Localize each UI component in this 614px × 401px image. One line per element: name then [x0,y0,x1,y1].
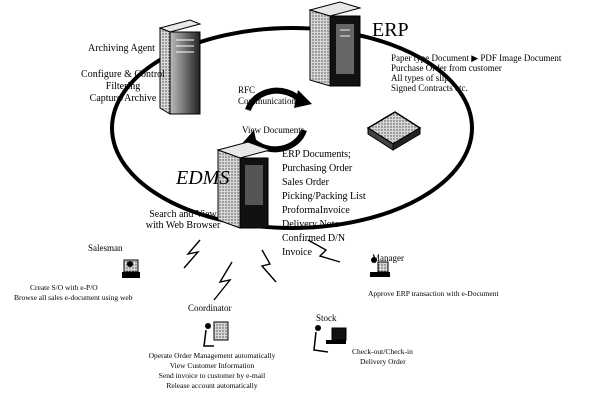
erp-doc-line: Purchase Order from customer [391,63,502,73]
salesman-line: Create S/O with e-P/O [30,283,98,292]
erp-doc-line: Signed Contracts etc. [391,83,468,93]
erp-doc-line: All types of slip [391,73,449,83]
edms-title: EDMS [176,167,230,189]
rfc-label: Communication [238,96,296,106]
edms-search-line: with Web Browser [145,220,221,231]
network-ellipse [110,26,474,230]
edms-document-item: Delivery Note [282,219,339,230]
coordinator-line: Release account automatically [166,381,258,390]
scanner-icon [366,111,422,151]
edms-document-item: ProformaInvoice [282,205,350,216]
archiving-agent-title: Archiving Agent [88,43,155,54]
archiving-server-icon [158,19,202,115]
salesman-figure-icon [122,259,140,278]
edms-document-item: ERP Documents; [282,149,351,160]
archiving-agent-line: Configure & Control [81,69,165,80]
edms-document-item: Purchasing Order [282,163,353,174]
lightning-bolt-icon [183,239,341,301]
coordinator-line: Operate Order Management automatically [148,351,276,360]
erp-doc-line: Paper type Document ▶ PDF Image Document [391,53,562,63]
archiving-agent-line: Capture/Archive [89,93,157,104]
view-documents-label: View Documents [242,125,305,135]
edms-document-item: Picking/Packing List [282,191,366,202]
stock-line: Check-out/Check-in [352,347,413,356]
edms-document-item: Invoice [282,247,312,258]
erp-server-icon [308,1,362,87]
rfc-label: RFC [238,85,256,95]
stock-line: Delivery Order [360,357,406,366]
manager-line: Approve ERP transaction with e-Document [368,289,499,298]
erp-title: ERP [372,19,409,41]
salesman-title: Salesman [88,243,123,253]
edms-document-item: Confirmed D/N [282,233,346,244]
stock-figure-icon [313,325,347,353]
stock-title: Stock [316,313,337,323]
archiving-agent-line: Filtering [105,81,141,92]
coordinator-line: Send invoice to customer by e-mail [158,371,266,380]
coordinator-line: View Customer Information [169,361,255,370]
edms-document-item: Sales Order [282,177,329,188]
manager-title: Manager [372,253,404,263]
edms-server-icon [216,141,272,229]
coordinator-title: Coordinator [188,303,232,313]
sync-arrows-icon [245,87,307,153]
coordinator-figure-icon [203,321,229,347]
manager-figure-icon [370,257,390,277]
edms-search-line: Search and View [149,209,217,220]
salesman-line: Browse all sales e-document using web [14,293,133,302]
